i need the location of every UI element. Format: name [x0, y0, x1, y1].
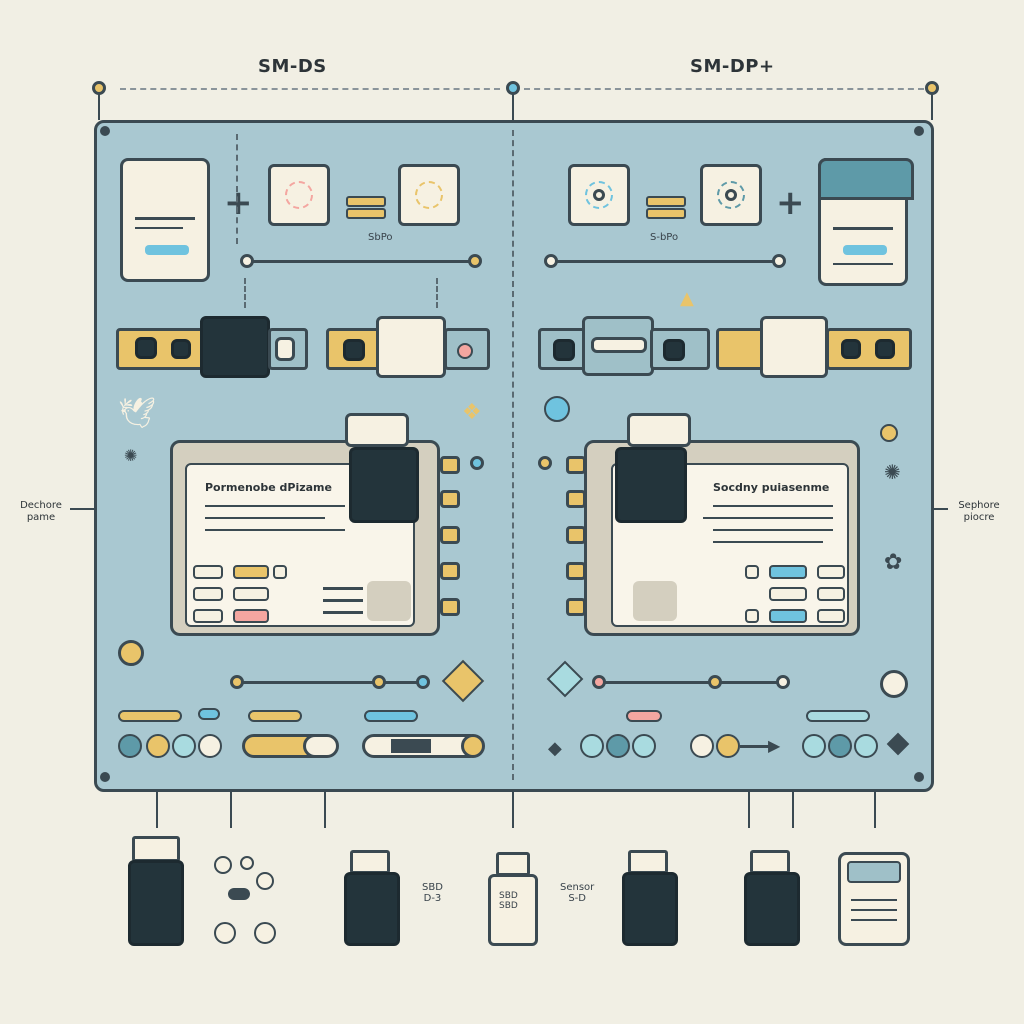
sparkle-icon: ❖: [462, 400, 482, 425]
board-divider: [512, 130, 514, 780]
connector-line: [512, 94, 514, 120]
slider-track: [236, 681, 422, 684]
module-right-2: [716, 328, 766, 370]
plus-icon: +: [224, 183, 253, 223]
usb-device-4: [744, 850, 804, 946]
card-chip-left: [349, 447, 419, 523]
title-sm-dp: SM-DP+: [690, 56, 775, 77]
toggle-pill: [242, 734, 339, 758]
label-sensor: Sensor S-D: [560, 882, 595, 904]
block-left: [376, 316, 446, 378]
slider-track: [552, 260, 778, 263]
usb-device-1: [128, 836, 190, 946]
slider-knob: [240, 254, 254, 268]
usb-device-3: [622, 850, 682, 946]
gear-icon: ✺: [884, 460, 901, 484]
slider-knob: [544, 254, 558, 268]
plus-icon: +: [776, 183, 805, 223]
connector-line: [931, 94, 933, 120]
slider-track: [248, 260, 474, 263]
module-right-3: [826, 328, 912, 370]
usb-stick: SBD SBD: [488, 852, 540, 946]
connector-line: [98, 94, 100, 120]
left-tile-1: [268, 164, 330, 226]
side-label-right: Sephore piocre: [958, 500, 1000, 523]
card-reader: [838, 852, 910, 946]
top-bracket-right: [524, 88, 924, 90]
bubble-icon: [544, 396, 570, 422]
right-tile-label: S-bPo: [650, 232, 679, 243]
side-connector: [934, 508, 948, 510]
slider-knob: [468, 254, 482, 268]
arrow-icon: ▲: [680, 288, 694, 309]
module-left-2: [326, 328, 382, 370]
title-sm-ds: SM-DS: [258, 56, 327, 77]
chip-left: [200, 316, 270, 378]
left-tile-label: SbPo: [368, 232, 393, 243]
diamond-icon: ◆: [548, 738, 562, 759]
screw: [100, 772, 110, 782]
connector-node: [925, 81, 939, 95]
right-tile-2: [700, 164, 762, 226]
block-right-2: [760, 316, 828, 378]
card-title-left: Pormenobe dPizame: [205, 481, 332, 494]
card-title-right: Socdny puiasenme: [713, 481, 830, 494]
label-sbd: SBD D-3: [422, 882, 443, 904]
slider-knob: [772, 254, 786, 268]
equals-icon: [646, 196, 686, 207]
screw: [100, 126, 110, 136]
equals-icon: [346, 196, 386, 207]
side-connector: [70, 508, 94, 510]
toggle-pill: [362, 734, 485, 758]
screw: [914, 772, 924, 782]
connector-node: [506, 81, 520, 95]
screw: [914, 126, 924, 136]
block-right-1: [582, 316, 654, 376]
main-card-left: Pormenobe dPizame: [170, 413, 440, 636]
sim-card-right: [818, 158, 914, 286]
main-card-right: Socdny puiasenme: [584, 413, 860, 636]
top-bracket-left: [120, 88, 500, 90]
slider-track: [598, 681, 788, 684]
right-tile-1: [568, 164, 630, 226]
connector-node: [92, 81, 106, 95]
card-chip-right: [615, 447, 687, 523]
bird-icon: 🕊: [118, 396, 157, 431]
module-left-1: [116, 328, 204, 370]
side-label-left: Dechore pame: [20, 500, 62, 523]
usb-device-2: [344, 850, 404, 946]
arrow-icon: ▶: [768, 736, 781, 755]
gear-icon: ✺: [124, 446, 138, 465]
module-right-1: [538, 328, 588, 370]
flower-icon: ✿: [884, 550, 903, 575]
sim-card-left: [120, 158, 210, 282]
left-tile-2: [398, 164, 460, 226]
